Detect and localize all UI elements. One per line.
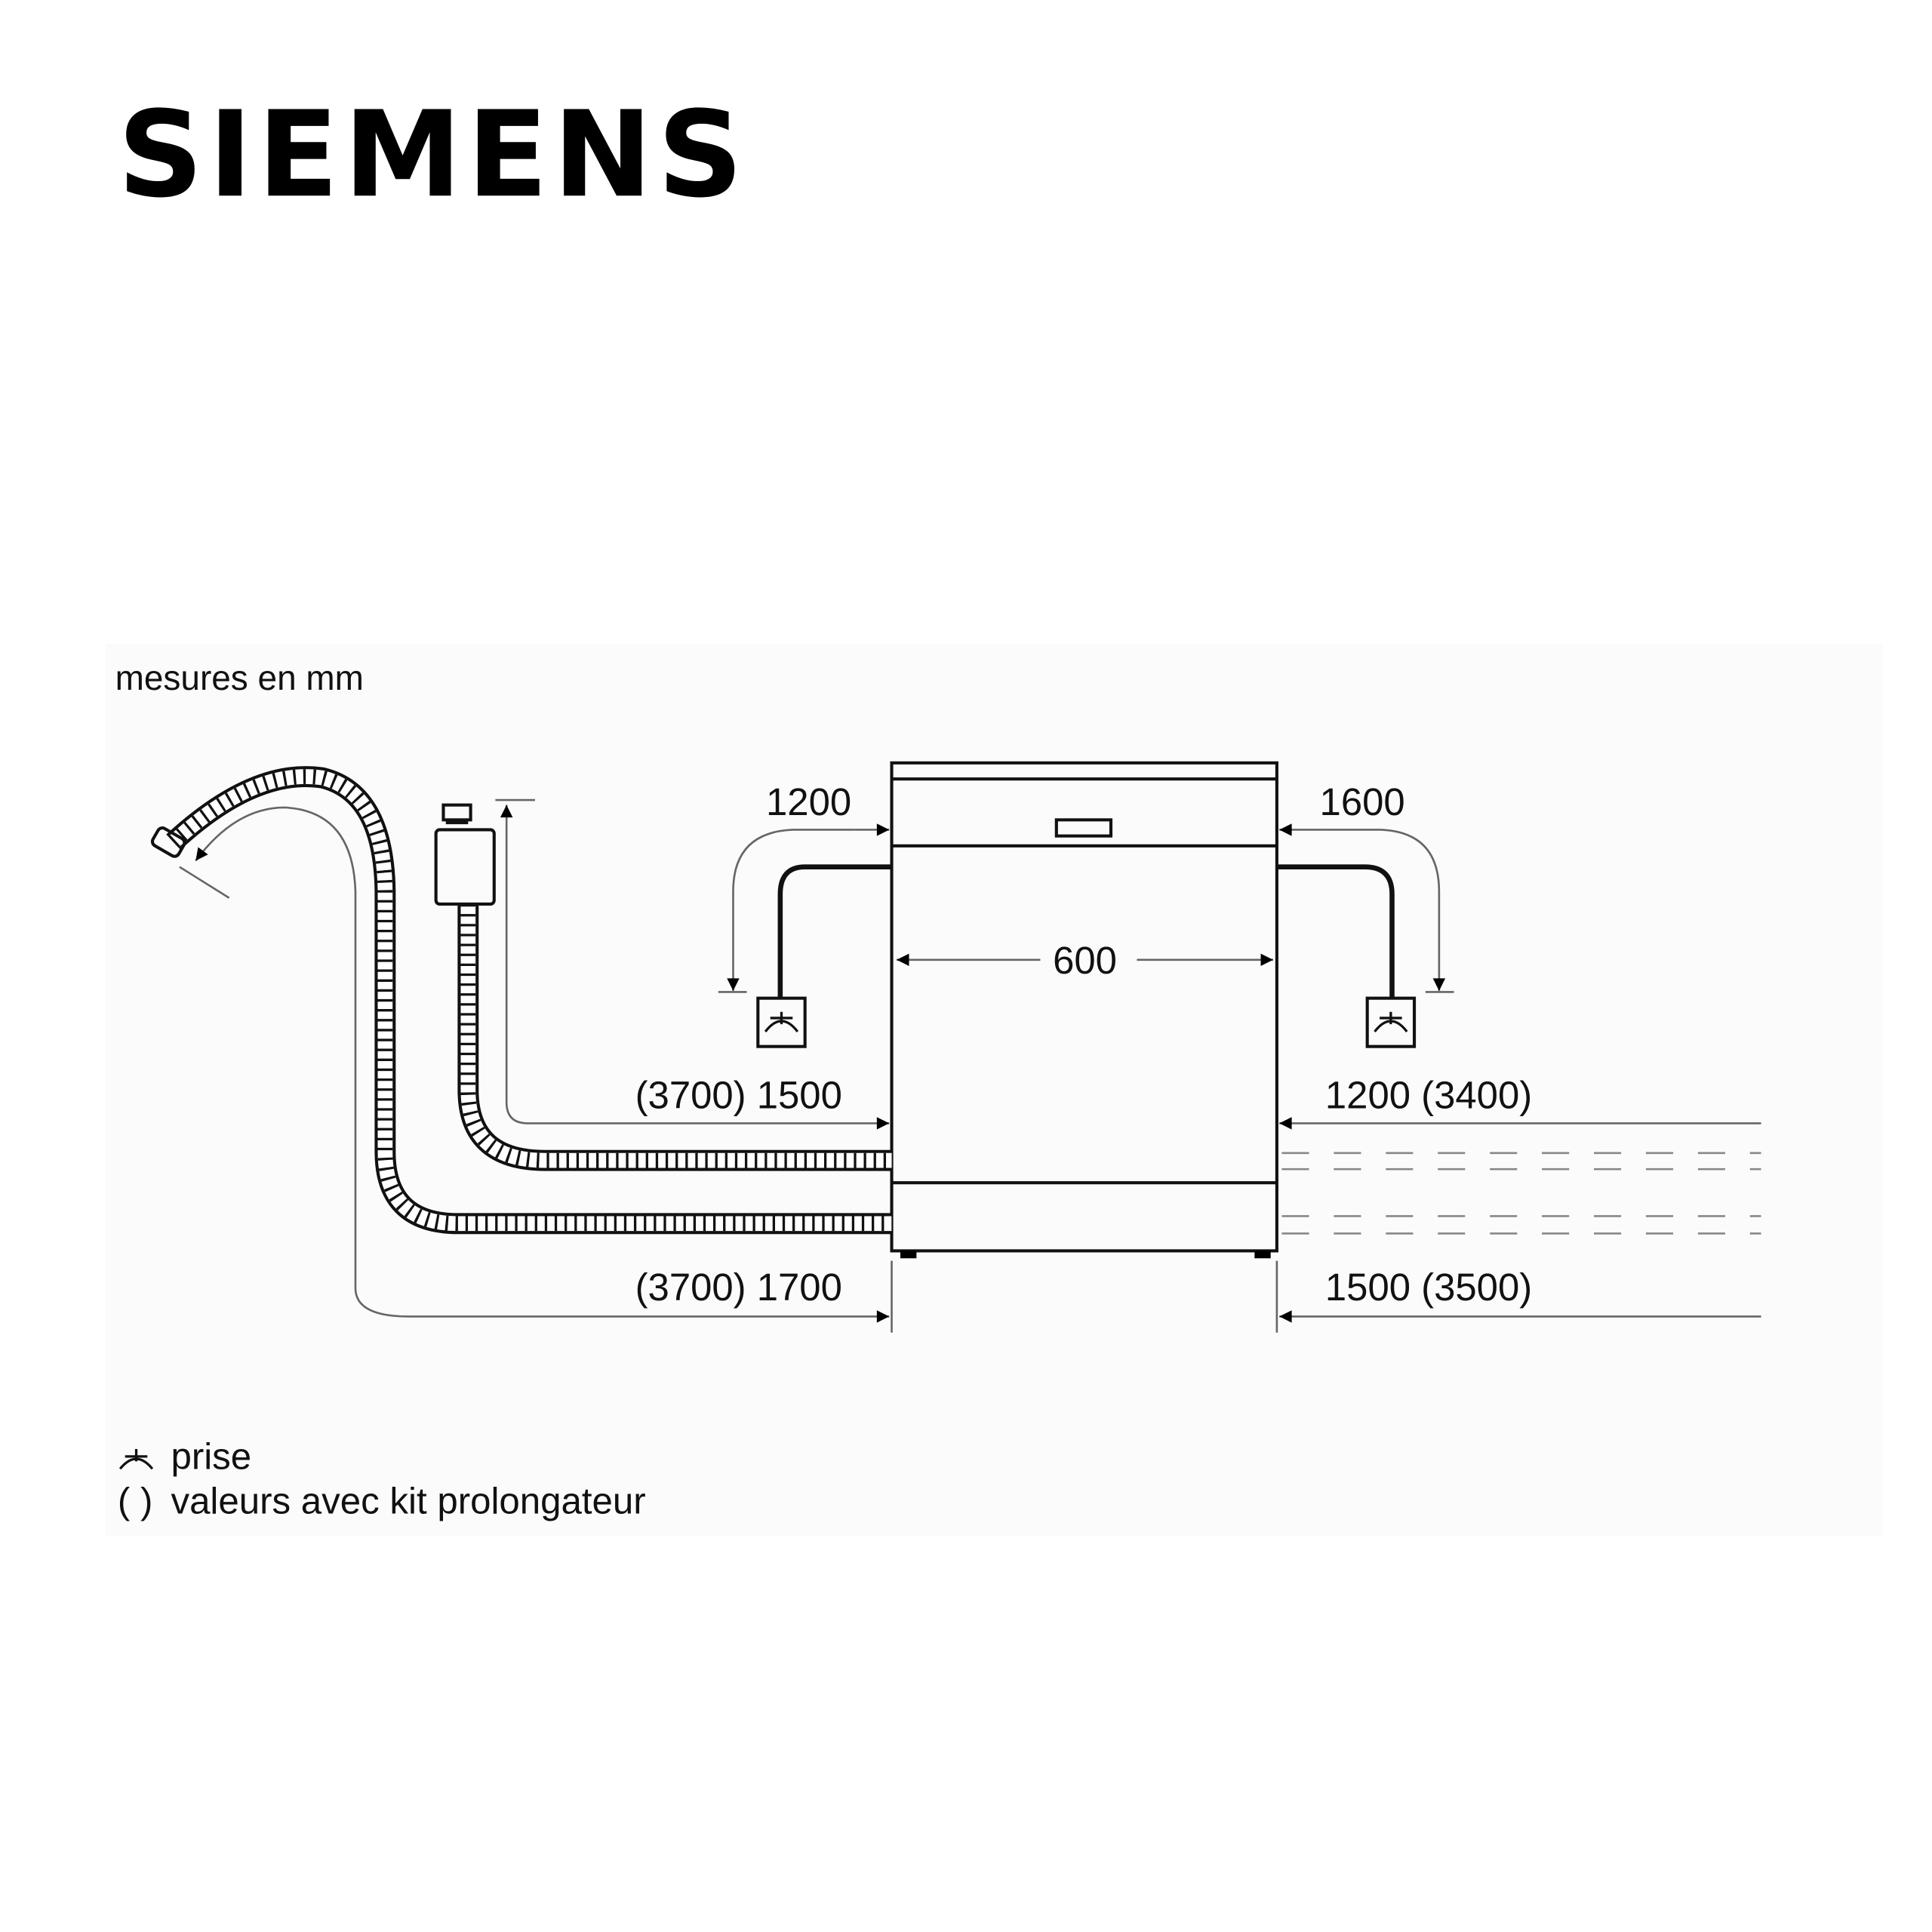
drain-left-label: (3700) 1700	[635, 1266, 842, 1309]
drain-right-label: 1500 (3500)	[1325, 1266, 1532, 1309]
diagram-background	[105, 644, 1883, 1536]
power-cable-right	[1276, 864, 1395, 998]
power-left-label: 1200	[766, 780, 851, 823]
power-right-label: 1600	[1320, 780, 1405, 823]
display-panel	[1054, 818, 1113, 838]
width-label: 600	[1053, 939, 1117, 982]
legend-socket-label: prise	[171, 1435, 251, 1477]
foot-left	[900, 1251, 917, 1259]
inlet-left-label: (3700) 1500	[635, 1074, 842, 1117]
water-inlet-hose	[434, 803, 892, 1171]
socket-legend-icon	[118, 1449, 154, 1470]
inlet-left-dim	[505, 1102, 890, 1130]
legend-parentheses-symbol: ( )	[118, 1480, 152, 1521]
drain-hose	[150, 766, 892, 1235]
socket-icon-left	[756, 996, 807, 1048]
socket-icon-right	[1365, 996, 1417, 1048]
inlet-right-label: 1200 (3400)	[1325, 1074, 1532, 1117]
legend-parentheses-label: valeurs avec kit prolongateur	[171, 1480, 645, 1521]
power-right-dim	[1324, 829, 1446, 991]
power-left-dim	[727, 829, 855, 991]
legend: prise ( ) valeurs avec kit prolongateur	[118, 1435, 646, 1521]
siemens-logo: SIEMENS	[118, 86, 748, 224]
dishwasher-front	[890, 761, 1278, 1259]
units-note: mesures en mm	[115, 658, 364, 697]
aquastop-valve	[434, 828, 496, 906]
drain-left-dim	[354, 1287, 890, 1323]
power-cable-left	[777, 864, 892, 998]
foot-right	[1254, 1251, 1271, 1259]
